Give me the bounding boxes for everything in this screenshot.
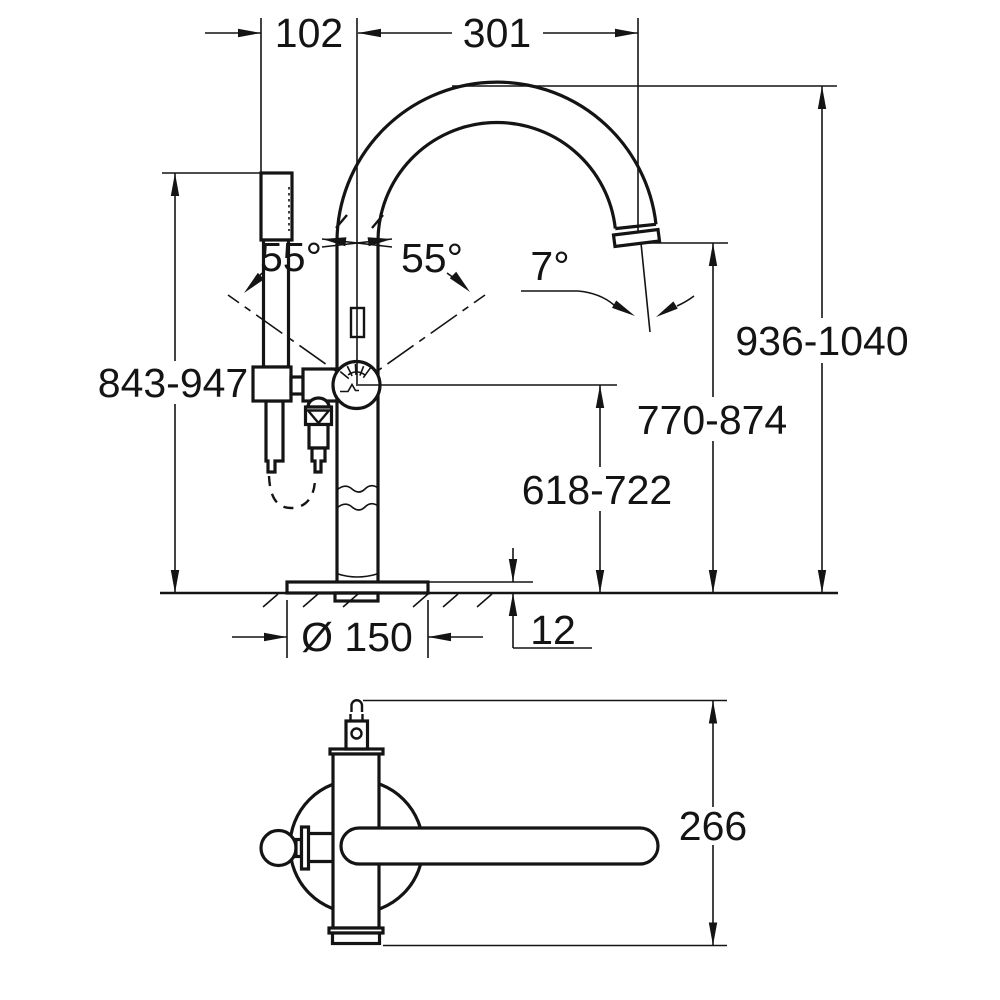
handshower-head bbox=[259, 171, 294, 242]
holder-connector bbox=[289, 375, 305, 396]
angle-7-leader-left bbox=[521, 290, 615, 306]
spout-end-cap bbox=[615, 222, 657, 231]
outlet-hook-mark bbox=[350, 699, 364, 712]
stream-direction-line bbox=[640, 242, 651, 333]
dim-label-102: 102 bbox=[275, 10, 343, 56]
hand-shower bbox=[251, 171, 317, 510]
valve-fan-lines bbox=[339, 363, 372, 380]
dim-label-base-diameter: Ø 150 bbox=[301, 614, 413, 660]
holder-plate-top bbox=[299, 825, 311, 871]
handshower-hose-nipple bbox=[264, 399, 285, 474]
joint-tick-left bbox=[335, 214, 348, 229]
angle-label-55-left: 55° bbox=[260, 234, 322, 280]
dimension-266: 266 bbox=[363, 699, 749, 947]
top-view: 266 bbox=[259, 699, 749, 947]
dimension-arrowheads bbox=[170, 28, 827, 642]
lever-position-right bbox=[375, 294, 486, 373]
break-line-upper bbox=[336, 484, 379, 493]
diverter-cylinder bbox=[307, 422, 330, 450]
base-recess bbox=[333, 591, 380, 603]
dim-label-266: 266 bbox=[679, 803, 747, 849]
dim-label-301: 301 bbox=[463, 10, 531, 56]
angle-7-arrow-left bbox=[612, 300, 635, 316]
diverter-nipple bbox=[310, 446, 327, 474]
base-collar-arc bbox=[337, 573, 378, 578]
handshower-knob-top bbox=[259, 828, 298, 868]
spout-inner-arc bbox=[376, 120, 617, 242]
spray-angle-annotation bbox=[521, 242, 695, 333]
base-plate bbox=[285, 580, 430, 595]
angle-label-7: 7° bbox=[530, 243, 569, 289]
front-view-labels: 102 301 55° 55° 7° 843-947 936-1040 770-… bbox=[95, 10, 909, 660]
lever-handle-top bbox=[339, 826, 660, 866]
floor-and-base bbox=[160, 548, 838, 658]
dim-label-770-874: 770-874 bbox=[637, 397, 787, 443]
spout-outer-arc bbox=[335, 80, 658, 242]
angle-label-55-right: 55° bbox=[401, 235, 463, 281]
handshower-handle bbox=[261, 238, 291, 369]
angle-7-leader-right bbox=[676, 295, 695, 307]
swivel-arrow-left bbox=[322, 237, 347, 247]
valve-symbol-triangle bbox=[305, 409, 332, 425]
lever-position-left bbox=[227, 294, 338, 373]
angle-55R-arrow bbox=[449, 271, 470, 292]
dim-label-936-1040: 936-1040 bbox=[735, 318, 908, 364]
dim-label-12: 12 bbox=[530, 607, 576, 653]
fitting-screw-hole bbox=[350, 727, 363, 740]
riser-pipe bbox=[335, 214, 384, 582]
angle-55L-arrow bbox=[244, 272, 265, 293]
hose-dashed-loop bbox=[267, 475, 317, 510]
aerator-band bbox=[611, 227, 662, 249]
valve-body bbox=[331, 18, 617, 411]
handshower-holder-block bbox=[251, 365, 293, 403]
dim-label-843-947: 843-947 bbox=[98, 360, 248, 406]
break-line-lower bbox=[336, 502, 379, 511]
spout bbox=[335, 80, 662, 249]
dim-label-618-722: 618-722 bbox=[522, 467, 672, 513]
valve-squiggle bbox=[340, 382, 359, 393]
angle-7-arrow-right bbox=[656, 301, 678, 317]
joint-tick-right bbox=[371, 214, 384, 229]
body-bottom-cap bbox=[330, 931, 382, 946]
front-view: 102 301 55° 55° 7° 843-947 936-1040 770-… bbox=[95, 10, 909, 660]
swivel-arrow-right bbox=[367, 237, 392, 247]
